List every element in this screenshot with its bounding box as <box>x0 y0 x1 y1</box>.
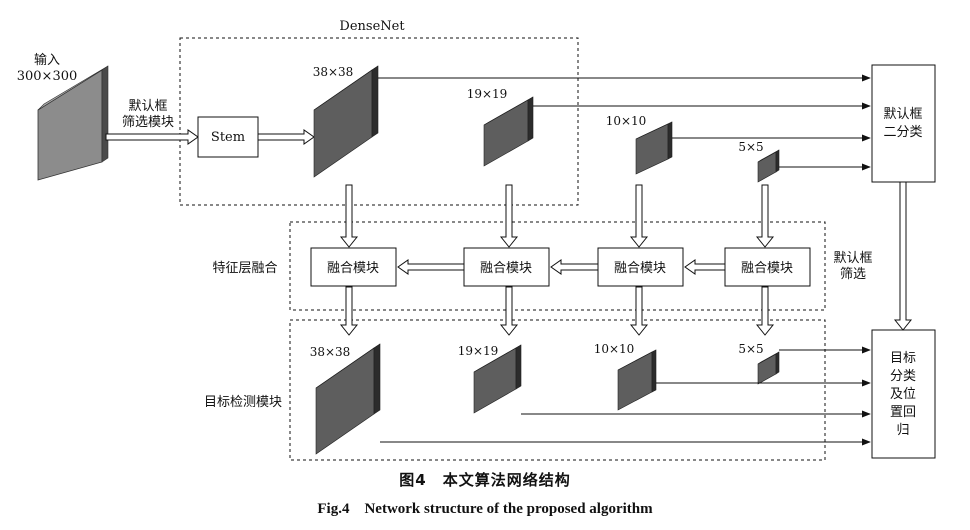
densenet-label: DenseNet <box>339 19 405 34</box>
output-line-4: 置回 <box>890 405 916 420</box>
detection-module-label: 目标检测模块 <box>204 395 282 410</box>
output-box <box>871 329 936 459</box>
size-19-label: 19×19 <box>467 87 508 101</box>
output-line-5: 归 <box>896 423 909 438</box>
fusion-module-2-label: 融合模块 <box>480 261 532 276</box>
fusion-module-1 <box>310 247 397 287</box>
fmap-5-top <box>757 149 780 183</box>
binary-to-output-arrow <box>893 181 913 331</box>
fusion-left-arrows <box>397 259 726 275</box>
binary-class-box <box>871 64 936 183</box>
output-line-1: 目标 <box>890 351 916 366</box>
feature-fusion-label: 特征层融合 <box>212 261 277 276</box>
fusion-module-3-label: 融合模块 <box>614 261 666 276</box>
prior-select-label-line2: 筛选模块 <box>122 115 174 130</box>
binary-class-line1: 默认框 <box>883 106 922 122</box>
fusion-module-2 <box>463 247 550 287</box>
det-size-19-label: 19×19 <box>458 344 499 358</box>
input-size-label: 300×300 <box>17 69 78 84</box>
input-image-block <box>37 65 109 181</box>
fmap-19-top <box>483 96 534 167</box>
fmap-10-bottom <box>617 349 657 411</box>
det-size-5-label: 5×5 <box>738 342 763 356</box>
binary-class-line2: 二分类 <box>883 125 922 140</box>
det-size-38-label: 38×38 <box>310 345 351 359</box>
fmap-5-bottom <box>757 351 780 385</box>
fusion-box <box>289 221 826 311</box>
down-arrows-to-fusion <box>339 184 775 248</box>
fusion-module-3 <box>597 247 684 287</box>
figure-caption-english: Fig.4 Network structure of the proposed … <box>317 501 653 517</box>
prior-filter-line1: 默认框 <box>833 250 872 266</box>
output-line-3: 及位 <box>890 387 916 402</box>
output-line-2: 分类 <box>890 369 916 384</box>
fmap-38-bottom <box>315 343 381 455</box>
fusion-module-4 <box>724 247 811 287</box>
stem-to-fmap-arrow <box>257 129 315 145</box>
fusion-module-4-label: 融合模块 <box>741 261 793 276</box>
det-size-10-label: 10×10 <box>594 342 635 356</box>
fmap-38-top <box>313 65 379 178</box>
fmap-10-top <box>635 121 673 175</box>
down-arrows-to-detection <box>339 286 775 336</box>
figure-caption-chinese: 图4 本文算法网络结构 <box>399 471 571 489</box>
size-5-label: 5×5 <box>738 140 763 154</box>
prior-filter-line2: 筛选 <box>840 267 866 282</box>
densenet-box <box>179 37 579 206</box>
size-10-label: 10×10 <box>606 114 647 128</box>
detection-box <box>289 319 826 461</box>
input-to-stem-arrow <box>105 129 199 145</box>
size-38-label: 38×38 <box>313 65 354 79</box>
fusion-module-1-label: 融合模块 <box>327 261 379 276</box>
prior-select-label-line1: 默认框 <box>128 98 167 114</box>
fmap-19-bottom <box>473 344 522 414</box>
input-label: 输入 <box>34 52 60 68</box>
stem-label: Stem <box>211 130 245 145</box>
